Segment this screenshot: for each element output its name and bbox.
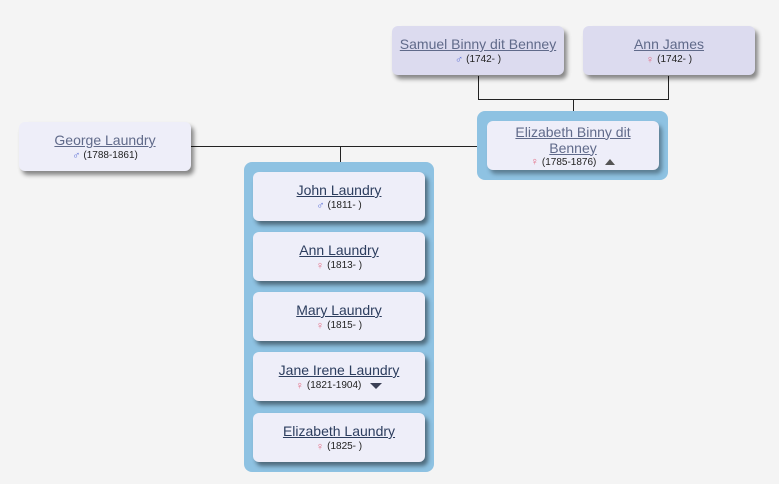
life-years: (1742- ) [466, 54, 502, 65]
connector-line [573, 99, 574, 121]
person-name-link[interactable]: Samuel Binny dit Benney [399, 36, 557, 52]
connector-line [668, 76, 669, 99]
child-card[interactable]: Elizabeth Laundry ♀ (1825- ) [253, 413, 425, 462]
person-name-link[interactable]: Ann Laundry [299, 242, 379, 258]
person-meta: ♀ (1815- ) [316, 320, 362, 331]
female-symbol-icon: ♀ [530, 156, 539, 168]
triangle-up-icon[interactable] [605, 159, 616, 165]
life-years: (1785-1876) [541, 156, 597, 168]
person-meta: ♂ (1811- ) [316, 200, 362, 211]
person-meta: ♀ (1785-1876) [531, 157, 616, 168]
connector-line [478, 76, 479, 99]
person-meta: ♀ (1813- ) [316, 260, 362, 271]
female-symbol-icon: ♀ [295, 379, 304, 392]
life-years: (1811- ) [327, 200, 362, 211]
life-years: (1742- ) [657, 54, 693, 65]
person-meta: ♂ (1788-1861) [72, 150, 138, 161]
child-card[interactable]: Jane Irene Laundry ♀ (1821-1904) [253, 352, 425, 401]
triangle-down-icon[interactable] [370, 382, 383, 389]
life-years: (1821-1904) [306, 380, 362, 391]
grandparent-card[interactable]: Ann James ♀ (1742- ) [583, 26, 755, 75]
female-symbol-icon: ♀ [315, 259, 325, 272]
person-meta: ♂ (1742- ) [455, 54, 501, 65]
male-symbol-icon: ♂ [72, 149, 81, 162]
child-card[interactable]: Ann Laundry ♀ (1813- ) [253, 232, 425, 281]
person-name-link[interactable]: Ann James [633, 36, 705, 52]
child-card[interactable]: Mary Laundry ♀ (1815- ) [253, 292, 425, 341]
father-card[interactable]: George Laundry ♂ (1788-1861) [19, 122, 191, 171]
grandparent-card[interactable]: Samuel Binny dit Benney ♂ (1742- ) [392, 26, 564, 75]
female-symbol-icon: ♀ [315, 319, 325, 332]
connector-line [190, 146, 488, 147]
person-name-link[interactable]: Mary Laundry [296, 302, 382, 318]
name-line: Elizabeth Binny dit [515, 123, 631, 140]
name-line: Benney [549, 139, 597, 156]
person-meta: ♀ (1825- ) [316, 441, 362, 452]
life-years: (1815- ) [327, 320, 363, 331]
person-name-link[interactable]: John Laundry [296, 182, 382, 198]
child-card[interactable]: John Laundry ♂ (1811- ) [253, 172, 425, 221]
life-years: (1788-1861) [83, 150, 138, 161]
person-name-link[interactable]: George Laundry [54, 132, 156, 148]
female-symbol-icon: ♀ [645, 53, 655, 66]
female-symbol-icon: ♀ [315, 440, 325, 453]
person-meta: ♀ (1742- ) [646, 54, 692, 65]
person-name-link[interactable]: Elizabeth Laundry [282, 423, 396, 439]
connector-line [340, 146, 341, 170]
person-name-link[interactable]: Elizabeth Binny dit Benney [515, 124, 630, 156]
person-name-link[interactable]: Jane Irene Laundry [278, 362, 400, 378]
life-years: (1825- ) [327, 441, 363, 452]
male-symbol-icon: ♂ [316, 199, 325, 212]
mother-card[interactable]: Elizabeth Binny dit Benney ♀ (1785-1876) [487, 121, 659, 170]
male-symbol-icon: ♂ [454, 53, 464, 66]
life-years: (1813- ) [327, 260, 363, 271]
person-meta: ♀ (1821-1904) [296, 380, 383, 391]
